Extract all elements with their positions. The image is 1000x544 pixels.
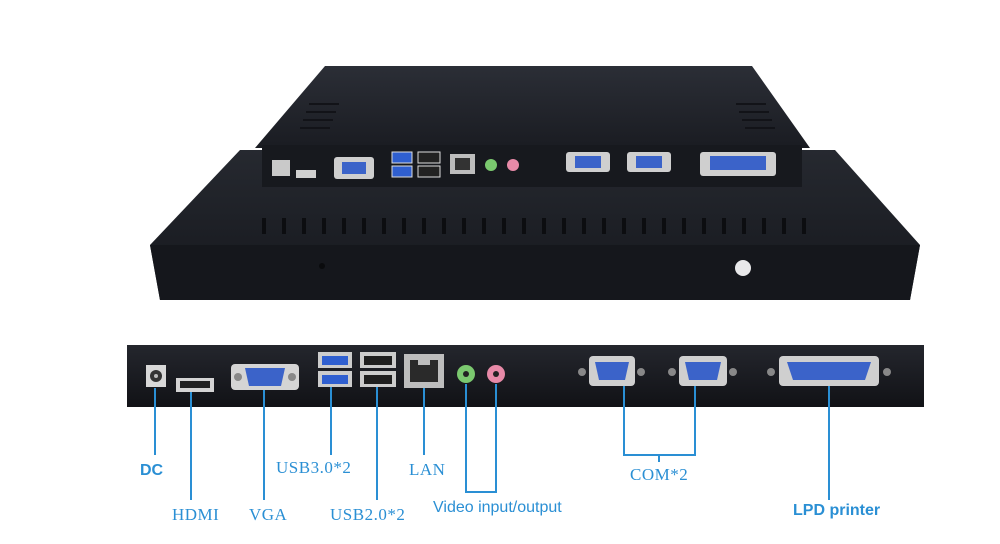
lan-port <box>404 354 444 388</box>
label-vga: VGA <box>249 505 288 524</box>
monitor-base-front <box>150 245 920 300</box>
hdmi-port <box>176 378 214 392</box>
label-lpd-printer: LPD printer <box>793 502 881 519</box>
dc-port <box>146 365 166 387</box>
leader-lines <box>154 384 830 500</box>
label-dc: DC <box>140 462 164 479</box>
label-hdmi: HDMI <box>172 505 220 524</box>
com-port-2 <box>668 356 737 386</box>
label-lan: LAN <box>409 460 446 479</box>
top-ports <box>272 151 776 179</box>
com-port-1 <box>578 356 645 386</box>
port-strip-closeup <box>127 345 924 407</box>
audio-ports <box>457 365 505 383</box>
lpd-port <box>767 356 891 386</box>
label-com: COM*2 <box>630 465 689 484</box>
label-video: Video input/output <box>433 499 562 516</box>
monitor-rear-view <box>150 66 920 300</box>
knockout-hole <box>735 260 751 276</box>
rear-vents <box>300 103 775 129</box>
label-usb3: USB3.0*2 <box>276 458 352 477</box>
screw-hole <box>319 263 325 269</box>
usb3-ports <box>318 352 352 387</box>
label-usb2: USB2.0*2 <box>330 505 406 524</box>
rear-housing <box>255 66 810 148</box>
base-grille <box>262 218 806 234</box>
usb2-ports <box>360 352 396 387</box>
vga-port <box>231 364 299 390</box>
